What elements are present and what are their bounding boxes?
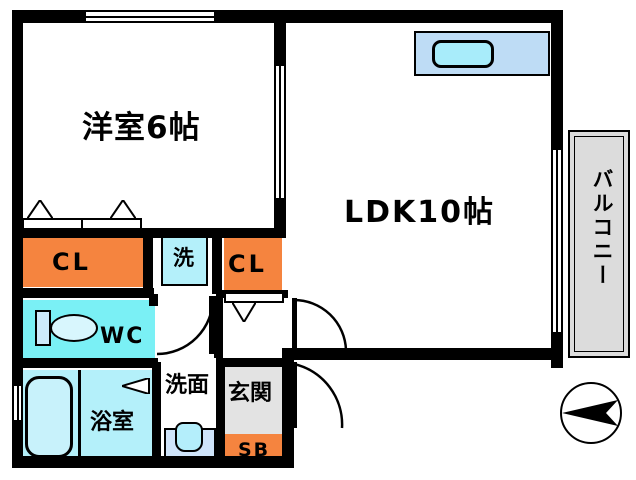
wall-entrance-top [216, 358, 288, 367]
hallway-floor [288, 352, 346, 465]
wall-washer-right-side [212, 232, 222, 294]
balcony-label: バルコニー [590, 168, 614, 288]
closet-left-label: CL [52, 248, 91, 276]
wall-closet-left-right-side [143, 232, 153, 290]
closet-left-door-marker-1 [27, 200, 53, 220]
wall-bath-right-side [152, 362, 161, 468]
kitchen-sink [432, 40, 494, 68]
wc-door-swing[interactable] [155, 296, 215, 358]
wall-washbasin-right-side [216, 362, 225, 468]
closet-left-door-marker-2 [110, 200, 136, 220]
bedroom-label: 洋室6帖 [82, 110, 201, 146]
closet-right-door-marker [232, 302, 256, 322]
wall-above-wc [12, 288, 154, 298]
exterior-wall-right-upper [551, 10, 563, 152]
balcony-area [568, 130, 630, 358]
ldk-balcony-sliding-door [551, 150, 563, 332]
bath-window-left [12, 386, 23, 420]
washer-label: 洗 [173, 246, 194, 270]
ldk-door-swing[interactable] [292, 298, 350, 352]
bath-door-marker [122, 378, 150, 394]
wall-below-wc [12, 358, 158, 368]
bedroom-floor [22, 22, 272, 230]
bath-label: 浴室 [90, 410, 135, 435]
wall-hall-left [214, 296, 223, 358]
exterior-wall-left [12, 10, 23, 468]
closet-right-label: CL [228, 250, 267, 278]
washbasin-bowl [175, 422, 203, 452]
entrance-door-swing[interactable] [292, 362, 352, 434]
closet-left-area [18, 236, 143, 287]
bathtub [25, 376, 73, 458]
exterior-wall-bottom-right [282, 348, 294, 468]
toilet-tank [35, 310, 51, 346]
toilet-label: WC [100, 324, 145, 349]
partition-bedroom-ldk-upper [274, 10, 286, 68]
closet-right-area [224, 236, 282, 293]
compass-needle-icon [562, 400, 618, 426]
entrance-area [224, 366, 286, 434]
ldk-wall-bottom [288, 348, 563, 360]
ldk-floor [296, 22, 554, 350]
bedroom-window-top [86, 10, 214, 23]
wall-bath-tub-divider [78, 370, 81, 464]
washbasin-label: 洗面 [165, 373, 210, 398]
ldk-label: LDK10帖 [344, 195, 496, 230]
shoebox-label: SB [238, 439, 271, 461]
partition-bedroom-ldk-lower [274, 196, 286, 238]
bedroom-window-right [274, 66, 286, 198]
closet-left-door-split [81, 218, 83, 230]
balcony-inner-edge [574, 136, 624, 352]
toilet-bowl [50, 314, 98, 342]
wall-wc-door-jamb [149, 294, 158, 306]
entrance-label: 玄関 [228, 381, 273, 406]
